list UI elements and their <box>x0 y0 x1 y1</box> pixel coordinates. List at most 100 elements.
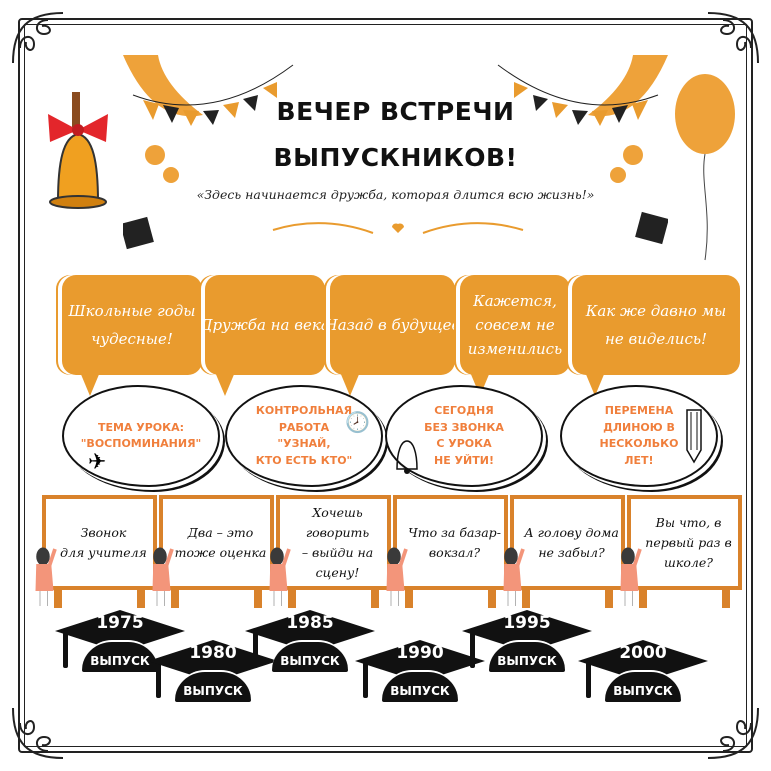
cap-year: 1995 <box>503 613 551 633</box>
bubble-text: Дружба на века <box>205 315 325 334</box>
board-text: Два – это <box>186 522 255 543</box>
balloon-icon <box>675 74 735 261</box>
cloud-text: лет! <box>624 453 654 467</box>
board-text: – выйди на <box>300 542 375 563</box>
bell-icon <box>396 440 418 474</box>
corner-ornament-icon <box>707 707 759 759</box>
pencil-icon <box>686 409 702 464</box>
tassel-icon <box>253 632 258 668</box>
cap-year: 1975 <box>96 613 144 633</box>
bubble-text: чудесные! <box>91 330 173 348</box>
cap-label: ВЫПУСК <box>605 670 681 702</box>
board-text: школе? <box>663 552 714 573</box>
board-text: первый раз в <box>644 532 733 553</box>
bubble-tail <box>215 372 235 396</box>
corner-ornament-icon <box>707 12 759 64</box>
board-leg <box>639 590 647 608</box>
inner-border <box>24 24 747 747</box>
board-text: Звонок <box>79 522 128 543</box>
cloud-text: "Воспоминания" <box>80 437 202 450</box>
cloud-note: Контрольная работа "Узнай, кто есть кто" <box>225 385 383 487</box>
cap-year: 2000 <box>619 643 667 663</box>
cloud-text: не уйти! <box>434 453 494 467</box>
bubble-tail <box>80 372 100 396</box>
corner-ornament-icon <box>12 707 64 759</box>
teacher-figure-icon <box>503 547 525 606</box>
cap-label: ВЫПУСК <box>82 640 158 672</box>
header-banner: ВЕЧЕР ВСТРЕЧИ ВЫПУСКНИКОВ! «Здесь начина… <box>123 55 668 250</box>
cloud-text: Контрольная <box>255 404 353 417</box>
cap-label: ВЫПУСК <box>489 640 565 672</box>
cloud-text: с урока <box>436 437 492 450</box>
bunting-decoration-icon <box>123 55 668 250</box>
board-text: для учителя <box>59 542 148 563</box>
cloud-text: Сегодня <box>434 404 494 417</box>
cloud-text: кто есть кто" <box>255 453 353 467</box>
teacher-figure-icon <box>386 547 408 606</box>
cloud-text: длиною в <box>603 420 675 434</box>
board-leg <box>371 590 379 608</box>
cloud-text: Тема урока: <box>97 420 185 434</box>
cloud-text: работа <box>278 420 330 434</box>
board-leg <box>54 590 62 608</box>
tassel-icon <box>586 662 591 698</box>
cloud-text: без звонка <box>424 420 504 434</box>
cap-year: 1980 <box>189 643 237 663</box>
board-text: А голову дома <box>523 522 620 543</box>
tassel-icon <box>156 662 161 698</box>
board-leg <box>137 590 145 608</box>
title-line-1: ВЕЧЕР ВСТРЕЧИ <box>276 97 515 126</box>
cloud-text: "Узнай, <box>277 437 331 450</box>
title-line-2: ВЫПУСКНИКОВ! <box>273 143 518 172</box>
cloud-text: несколько <box>599 437 679 450</box>
speech-bubble: Назад в будущее <box>330 275 455 375</box>
bubble-text: Назад в будущее <box>330 315 455 334</box>
board-leg <box>488 590 496 608</box>
bubble-text: Как же давно мы <box>585 301 727 320</box>
bubble-text: совсем не <box>475 316 555 334</box>
teacher-figure-icon <box>35 547 57 606</box>
cap-year: 1990 <box>396 643 444 663</box>
speech-bubble: Как же давно мы не виделись! <box>572 275 740 375</box>
board-leg <box>605 590 613 608</box>
board-leg <box>722 590 730 608</box>
chalkboard: Что за базар-вокзал? <box>393 495 508 590</box>
cloud-note: Переменадлиною внескольколет! <box>560 385 718 487</box>
cloud-note: Тема урока: "Воспоминания" <box>62 385 220 487</box>
board-leg <box>288 590 296 608</box>
teacher-figure-icon <box>269 547 291 606</box>
tassel-icon <box>470 632 475 668</box>
cap-label: ВЫПУСК <box>382 670 458 702</box>
board-text: не забыл? <box>537 542 606 563</box>
board-text: Вы что, в <box>654 512 723 533</box>
board-text: тоже оценка <box>173 542 268 563</box>
cap-label: ВЫПУСК <box>272 640 348 672</box>
paper-plane-icon: ✈ <box>88 450 107 475</box>
board-leg <box>171 590 179 608</box>
board-text: сцену! <box>314 562 361 583</box>
bubble-tail <box>340 372 360 396</box>
bubble-text: Школьные годы <box>68 301 196 320</box>
cap-label: ВЫПУСК <box>175 670 251 702</box>
bubble-text: не виделись! <box>604 330 708 348</box>
tassel-icon <box>363 662 368 698</box>
corner-ornament-icon <box>12 12 64 64</box>
board-text: Что за базар- <box>407 522 502 543</box>
speech-bubble: Дружба на века <box>205 275 325 375</box>
ornate-border <box>18 18 753 753</box>
bubble-text: изменились <box>467 340 563 358</box>
board-leg <box>405 590 413 608</box>
board-text: Хочешь говорить <box>288 502 387 543</box>
subtitle: «Здесь начинается дружба, которая длится… <box>196 187 595 202</box>
